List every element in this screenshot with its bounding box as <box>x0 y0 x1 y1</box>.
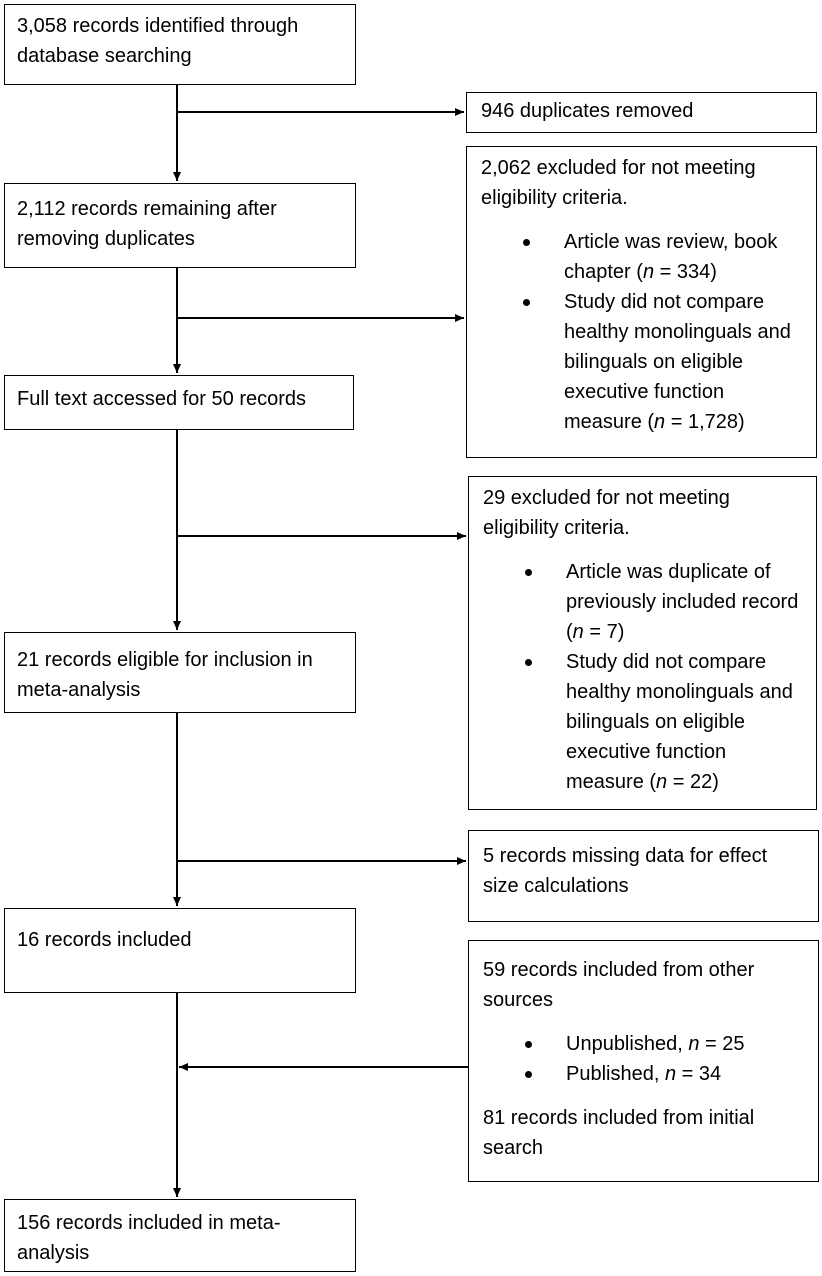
list-item-text: bilinguals on eligible <box>566 711 746 733</box>
list-item-text: executive function <box>566 741 727 763</box>
bullet-icon <box>525 1041 532 1048</box>
box-text-line: search <box>483 1137 544 1159</box>
list-item: Study did not compare healthy monolingua… <box>481 287 806 437</box>
box-text-line: database searching <box>17 45 192 67</box>
list-item-text: bilinguals on eligible <box>564 351 744 373</box>
list-item-text: Article was review, book <box>564 231 778 253</box>
list-item-text: healthy monolinguals and <box>564 321 791 343</box>
text-fragment: measure ( <box>566 771 657 793</box>
list-item: Study did not compare healthy monolingua… <box>483 647 806 797</box>
list-item-text: Published, n = 34 <box>566 1059 808 1089</box>
list-item-text: chapter (n = 334) <box>564 257 806 287</box>
box-text-line: 81 records included from initial <box>483 1107 755 1129</box>
text-fragment: Published, <box>566 1063 665 1085</box>
box-text-line: Full text accessed for 50 records <box>17 388 307 410</box>
list-item-text: (n = 7) <box>566 617 806 647</box>
bullet-icon <box>523 299 530 306</box>
box-text-line: 21 records eligible for inclusion in <box>17 649 313 671</box>
box-text-line: 59 records included from other <box>483 959 755 981</box>
bullet-icon <box>525 569 532 576</box>
n-symbol: n <box>642 261 655 283</box>
box-excluded-2062: 2,062 excluded for not meeting eligibili… <box>466 146 817 458</box>
n-symbol: n <box>654 411 666 433</box>
text-fragment: = 334) <box>654 261 717 283</box>
list-item: Article was duplicate of previously incl… <box>483 557 806 647</box>
text-fragment: chapter ( <box>564 261 643 283</box>
box-text-line: removing duplicates <box>17 228 195 250</box>
list-item-text: Study did not compare <box>564 291 765 313</box>
text-fragment: = 1,728) <box>665 411 745 433</box>
box-final-included: 156 records included in meta- analysis <box>4 1199 356 1272</box>
bullet-icon <box>525 659 532 666</box>
box-text-line: 3,058 records identified through <box>17 15 299 37</box>
box-text-line: 2,062 excluded for not meeting <box>481 157 756 179</box>
n-symbol: n <box>656 771 668 793</box>
list-item: Published, n = 34 <box>483 1059 808 1089</box>
box-text-line: 946 duplicates removed <box>481 100 694 122</box>
list-item: Unpublished, n = 25 <box>483 1029 808 1059</box>
box-records-identified: 3,058 records identified through databas… <box>4 4 356 85</box>
box-text-line: 16 records included <box>17 929 192 951</box>
list-item-text: Article was duplicate of <box>566 561 771 583</box>
box-text-line: 5 records missing data for effect <box>483 845 768 867</box>
exclusion-reasons-list: Article was review, book chapter (n = 33… <box>481 227 806 437</box>
box-full-text-accessed: Full text accessed for 50 records <box>4 375 354 430</box>
box-records-included-16: 16 records included <box>4 908 356 993</box>
box-text-line: analysis <box>17 1242 90 1264</box>
box-text-line: size calculations <box>483 875 629 897</box>
box-missing-data: 5 records missing data for effect size c… <box>468 830 819 922</box>
list-item-text: Study did not compare <box>566 651 767 673</box>
box-text-line: 29 excluded for not meeting <box>483 487 730 509</box>
text-fragment: = 7) <box>583 621 625 643</box>
box-text-line: 2,112 records remaining after <box>17 198 277 220</box>
box-records-remaining: 2,112 records remaining after removing d… <box>4 183 356 268</box>
bullet-icon <box>523 239 530 246</box>
box-text-line: meta-analysis <box>17 679 141 701</box>
text-fragment: = 25 <box>699 1033 745 1055</box>
other-sources-list: Unpublished, n = 25 Published, n = 34 <box>483 1029 808 1089</box>
box-text-line: eligibility criteria. <box>483 517 630 539</box>
box-records-eligible: 21 records eligible for inclusion in met… <box>4 632 356 713</box>
text-fragment: = 22) <box>667 771 719 793</box>
n-symbol: n <box>572 621 584 643</box>
list-item-text: executive function <box>564 381 725 403</box>
list-item-text: measure (n = 22) <box>566 767 806 797</box>
box-text-line: eligibility criteria. <box>481 187 628 209</box>
text-fragment: measure ( <box>564 411 655 433</box>
box-text-line: sources <box>483 989 554 1011</box>
list-item-text: previously included record <box>566 591 799 613</box>
list-item-text: healthy monolinguals and <box>566 681 793 703</box>
box-duplicates-removed: 946 duplicates removed <box>466 92 817 133</box>
text-fragment: Unpublished, <box>566 1033 689 1055</box>
list-item: Article was review, book chapter (n = 33… <box>481 227 806 287</box>
n-symbol: n <box>664 1063 677 1085</box>
text-fragment: = 34 <box>676 1063 722 1085</box>
list-item-text: measure (n = 1,728) <box>564 407 806 437</box>
bullet-icon <box>525 1071 532 1078</box>
list-item-text: Unpublished, n = 25 <box>566 1029 808 1059</box>
box-excluded-29: 29 excluded for not meeting eligibility … <box>468 476 817 810</box>
n-symbol: n <box>688 1033 700 1055</box>
box-other-sources: 59 records included from other sources U… <box>468 940 819 1182</box>
exclusion-reasons-list: Article was duplicate of previously incl… <box>483 557 806 797</box>
box-text-line: 156 records included in meta- <box>17 1212 281 1234</box>
text-fragment: ( <box>566 621 573 643</box>
